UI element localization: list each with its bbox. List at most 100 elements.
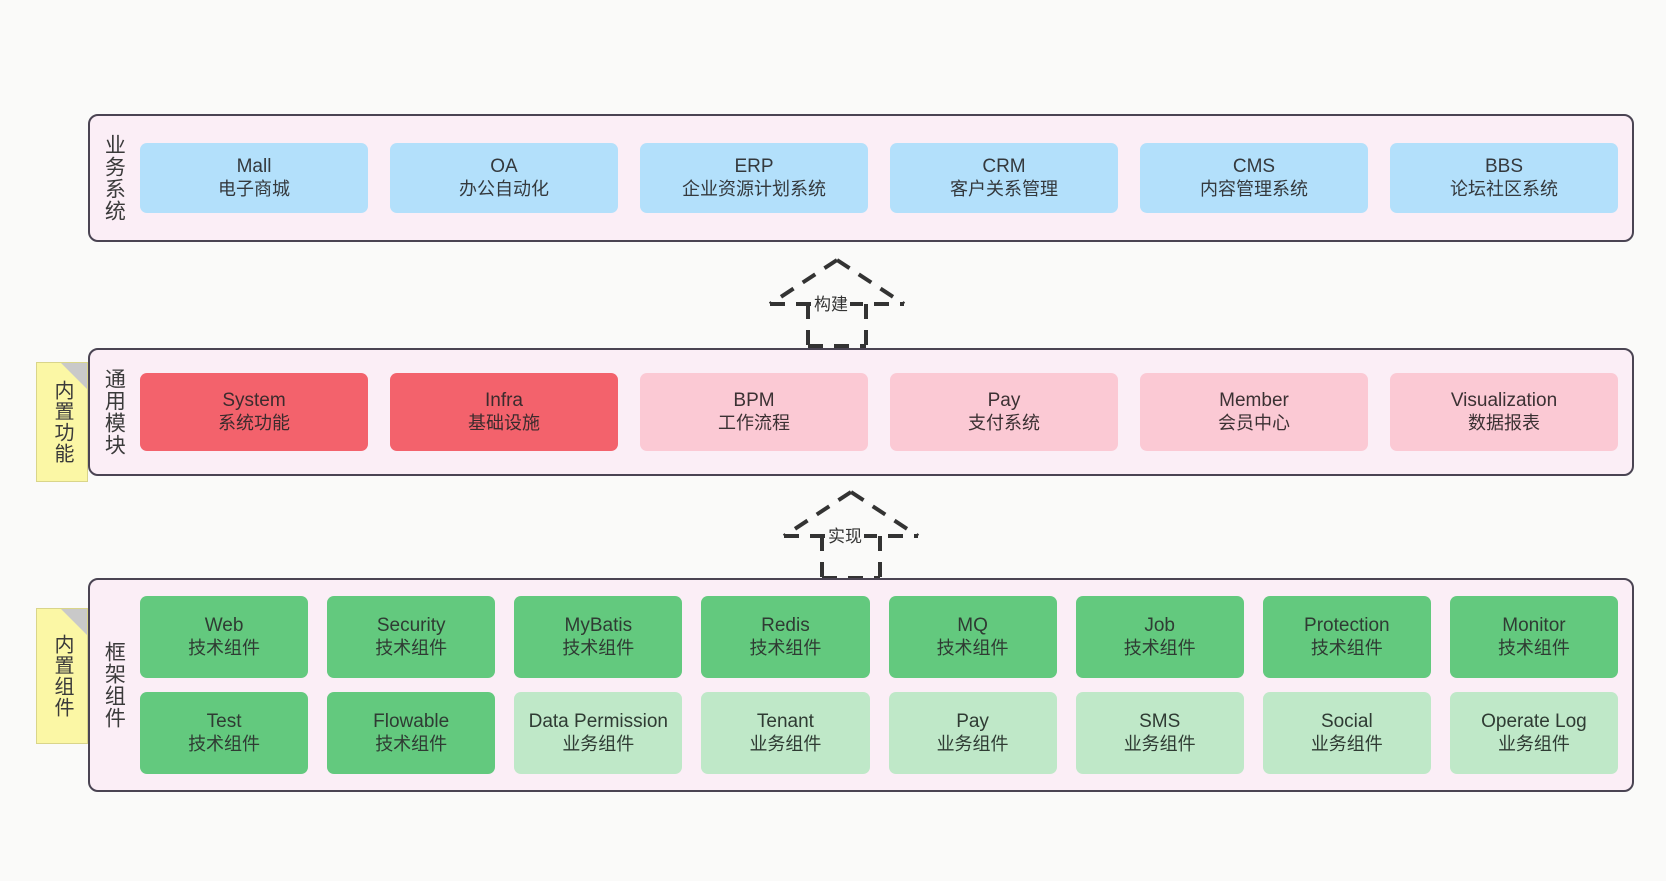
card-redis[interactable]: Redis 技术组件 (701, 596, 870, 678)
note-label: 内置功能 (51, 380, 73, 464)
card-tenant[interactable]: Tenant 业务组件 (701, 692, 870, 774)
card-title: BPM (733, 390, 775, 412)
card-subtitle: 业务组件 (1123, 733, 1196, 754)
page-fold-icon (61, 609, 87, 635)
card-title: OA (490, 156, 518, 178)
card-subtitle: 技术组件 (1310, 637, 1383, 658)
layer-common-module-body: System 系统功能 Infra 基础设施 BPM 工作流程 Pay 支付系统… (136, 350, 1632, 474)
card-crm[interactable]: CRM 客户关系管理 (890, 143, 1118, 213)
card-title: BBS (1484, 156, 1524, 178)
card-pay-business[interactable]: Pay 业务组件 (888, 692, 1057, 774)
card-subtitle: 技术组件 (562, 637, 635, 658)
card-subtitle: 电子商城 (218, 178, 290, 199)
card-oa[interactable]: OA 办公自动化 (390, 143, 618, 213)
note-builtin-components[interactable]: 内置组件 (36, 608, 88, 744)
card-subtitle: 业务组件 (749, 733, 822, 754)
card-mybatis[interactable]: MyBatis 技术组件 (514, 596, 683, 678)
card-subtitle: 业务组件 (1310, 733, 1383, 754)
card-subtitle: 客户关系管理 (950, 178, 1058, 199)
card-title: Protection (1304, 615, 1390, 637)
card-title: Web (204, 615, 244, 637)
card-subtitle: 技术组件 (1123, 637, 1196, 658)
card-subtitle: 技术组件 (936, 637, 1009, 658)
card-title: MyBatis (564, 615, 633, 637)
card-system[interactable]: System 系统功能 (140, 373, 368, 451)
card-cms[interactable]: CMS 内容管理系统 (1140, 143, 1368, 213)
connector-implement-label: 实现 (826, 522, 864, 547)
card-mq[interactable]: MQ 技术组件 (888, 596, 1057, 678)
card-subtitle: 基础设施 (468, 412, 540, 433)
card-title: Infra (484, 390, 524, 412)
card-subtitle: 支付系统 (968, 412, 1040, 433)
card-title: Social (1320, 711, 1373, 733)
card-web[interactable]: Web 技术组件 (140, 596, 309, 678)
card-mall[interactable]: Mall 电子商城 (140, 143, 368, 213)
card-subtitle: 技术组件 (375, 637, 448, 658)
card-pay[interactable]: Pay 支付系统 (890, 373, 1118, 451)
card-subtitle: 论坛社区系统 (1450, 178, 1558, 199)
card-security[interactable]: Security 技术组件 (327, 596, 496, 678)
page-fold-icon (61, 363, 87, 389)
connector-build-label: 构建 (812, 290, 850, 315)
note-label: 内置组件 (51, 634, 73, 718)
card-flowable[interactable]: Flowable 技术组件 (327, 692, 496, 774)
card-social[interactable]: Social 业务组件 (1262, 692, 1431, 774)
card-subtitle: 企业资源计划系统 (682, 178, 826, 199)
layer-framework-component-title: 框架组件 (102, 641, 126, 729)
layer-framework-component[interactable]: 框架组件 Web 技术组件 Security 技术组件 MyBatis 技术组件… (88, 578, 1634, 792)
card-subtitle: 技术组件 (188, 733, 261, 754)
card-subtitle: 技术组件 (749, 637, 822, 658)
card-title: SMS (1139, 711, 1181, 733)
card-data-permission[interactable]: Data Permission 业务组件 (514, 692, 683, 774)
layer-business-system-title: 业务系统 (102, 134, 126, 222)
connector-implement: 实现 (766, 488, 936, 580)
card-subtitle: 技术组件 (1497, 637, 1570, 658)
connector-build: 构建 (752, 256, 922, 348)
card-title: Monitor (1502, 615, 1566, 637)
card-title: System (222, 390, 286, 412)
card-test[interactable]: Test 技术组件 (140, 692, 309, 774)
card-member[interactable]: Member 会员中心 (1140, 373, 1368, 451)
card-subtitle: 内容管理系统 (1200, 178, 1308, 199)
card-row: System 系统功能 Infra 基础设施 BPM 工作流程 Pay 支付系统… (140, 373, 1618, 451)
card-subtitle: 会员中心 (1218, 412, 1290, 433)
note-builtin-functions[interactable]: 内置功能 (36, 362, 88, 482)
card-subtitle: 数据报表 (1468, 412, 1540, 433)
card-row: Test 技术组件 Flowable 技术组件 Data Permission … (140, 692, 1618, 774)
card-row: Web 技术组件 Security 技术组件 MyBatis 技术组件 Redi… (140, 596, 1618, 678)
card-protection[interactable]: Protection 技术组件 (1262, 596, 1431, 678)
card-monitor[interactable]: Monitor 技术组件 (1449, 596, 1618, 678)
card-subtitle: 业务组件 (562, 733, 635, 754)
card-title: Flowable (373, 711, 450, 733)
card-bpm[interactable]: BPM 工作流程 (640, 373, 868, 451)
card-title: Security (376, 615, 446, 637)
card-subtitle: 技术组件 (375, 733, 448, 754)
card-title: Member (1219, 390, 1289, 412)
card-title: Data Permission (528, 711, 668, 733)
card-subtitle: 业务组件 (1497, 733, 1570, 754)
layer-business-system[interactable]: 业务系统 Mall 电子商城 OA 办公自动化 ERP 企业资源计划系统 CRM… (88, 114, 1634, 242)
card-sms[interactable]: SMS 业务组件 (1075, 692, 1244, 774)
card-job[interactable]: Job 技术组件 (1075, 596, 1244, 678)
card-operate-log[interactable]: Operate Log 业务组件 (1449, 692, 1618, 774)
card-infra[interactable]: Infra 基础设施 (390, 373, 618, 451)
layer-business-system-body: Mall 电子商城 OA 办公自动化 ERP 企业资源计划系统 CRM 客户关系… (136, 116, 1632, 240)
card-subtitle: 办公自动化 (459, 178, 549, 199)
card-row: Mall 电子商城 OA 办公自动化 ERP 企业资源计划系统 CRM 客户关系… (140, 143, 1618, 213)
card-title: Pay (956, 711, 989, 733)
card-title: Tenant (756, 711, 814, 733)
card-subtitle: 技术组件 (188, 637, 261, 658)
card-title: MQ (957, 615, 988, 637)
card-title: Visualization (1450, 390, 1558, 412)
layer-framework-component-body: Web 技术组件 Security 技术组件 MyBatis 技术组件 Redi… (136, 580, 1632, 790)
card-title: Operate Log (1481, 711, 1587, 733)
card-bbs[interactable]: BBS 论坛社区系统 (1390, 143, 1618, 213)
layer-common-module[interactable]: 通用模块 System 系统功能 Infra 基础设施 BPM 工作流程 Pay… (88, 348, 1634, 476)
card-visualization[interactable]: Visualization 数据报表 (1390, 373, 1618, 451)
card-title: Test (206, 711, 242, 733)
card-subtitle: 工作流程 (718, 412, 790, 433)
card-subtitle: 业务组件 (936, 733, 1009, 754)
card-title: Pay (987, 390, 1021, 412)
card-erp[interactable]: ERP 企业资源计划系统 (640, 143, 868, 213)
